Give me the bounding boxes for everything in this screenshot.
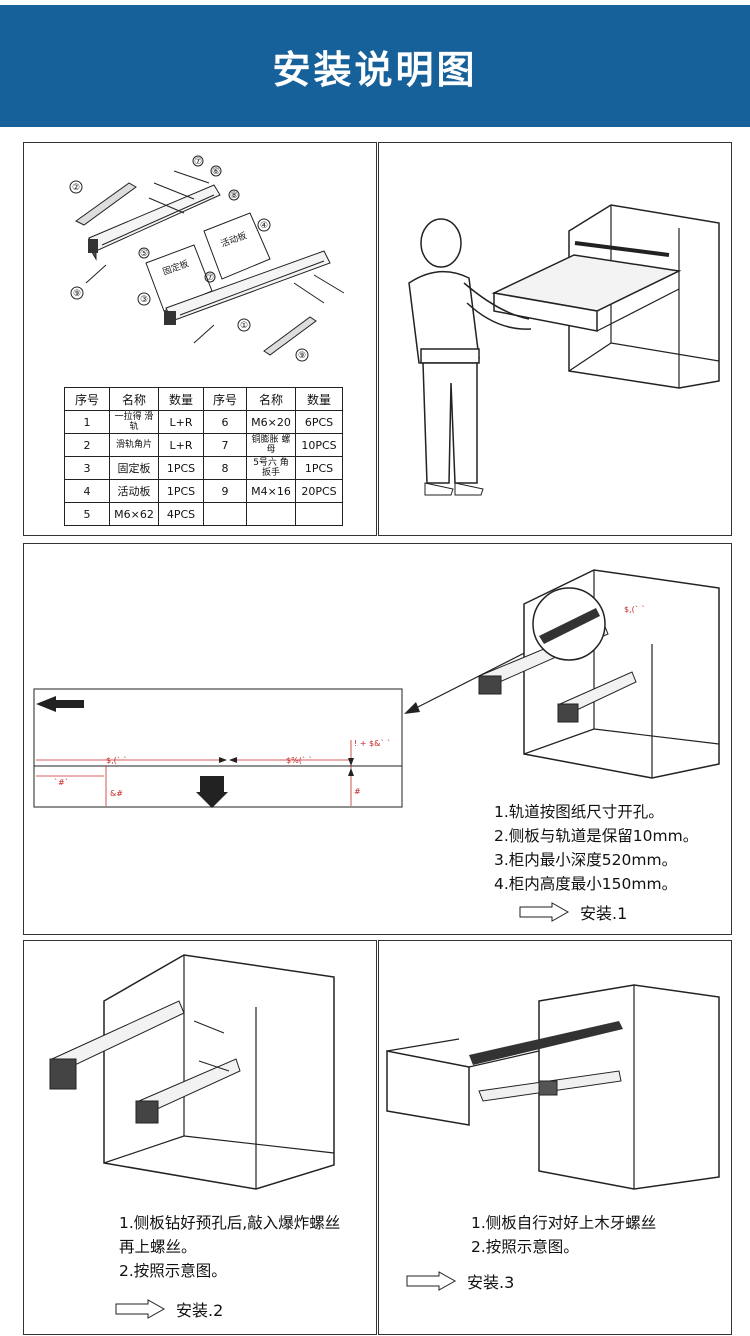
step1-line-1: 1.轨道按图纸尺寸开孔。 [494,803,664,821]
person-drawer-illustration [408,204,720,496]
pointer-arrow-icon [519,902,570,922]
table-cell: 6PCS [295,410,343,434]
header-cell: 名称 [109,387,159,411]
step3-line-2: 2.按照示意图。 [471,1238,579,1256]
step1-instructions: 1.轨道按图纸尺寸开孔。 2.侧板与轨道是保留10mm。 3.柜内最小深度520… [494,800,698,896]
table-cell: 2 [64,433,110,457]
header-cell: 数量 [295,387,343,411]
callout-8: ⑧ [230,191,238,201]
parts-table: 序号 名称 数量 序号 名称 数量 1 一拉得 滑轨 L+R 6 M6×20 6… [64,387,343,526]
table-cell [203,502,247,526]
dim-side: # [354,787,361,796]
pointer-arrow-icon [115,1299,166,1319]
callout-9a: ⑨ [73,289,81,299]
table-cell: 一拉得 滑轨 [109,410,159,434]
dim-offset: $%(` ` [286,755,312,765]
table-cell: 5 [64,502,110,526]
step1-label-text: 安装.1 [580,904,628,923]
table-cell: L+R [158,433,204,457]
callout-2: ② [72,183,80,193]
step2-panel: 1.侧板钻好预孔后,敲入爆炸螺丝 再上螺丝。 2.按照示意图。 安装.2 [23,940,377,1335]
step2-line-3: 2.按照示意图。 [119,1262,227,1280]
table-cell: 4 [64,479,110,503]
table-row: 2 滑轨角片 L+R 7 铜膨胀 螺母 10PCS [64,433,343,457]
parts-panel: ② ⑦ ⑥ ⑧ ④ ⑤ ⑦ ③ ⑨ ① ⑨ 固定板 活动板 序号 名称 数量 序… [23,142,377,536]
step3-label-text: 安装.3 [467,1273,515,1292]
table-cell: M6×62 [109,502,159,526]
header-cell: 序号 [203,387,247,411]
table-cell: 铜膨胀 螺母 [246,433,296,457]
dim-callout: $,(` ` [624,604,645,614]
table-cell: 20PCS [295,479,343,503]
table-cell: 7 [203,433,247,457]
step2-diagram [49,954,335,1190]
table-row: 3 固定板 1PCS 8 5号六 角扳手 1PCS [64,456,343,480]
table-cell: 10PCS [295,433,343,457]
callout-1: ① [240,321,248,331]
table-cell: 3 [64,456,110,480]
table-cell: 1 [64,410,110,434]
callout-3: ③ [140,295,148,305]
table-cell: 6 [203,410,247,434]
table-header-row: 序号 名称 数量 序号 名称 数量 [64,387,343,411]
table-cell: 滑轨角片 [109,433,159,457]
step1-label: 安装.1 [518,900,627,924]
pointer-arrow-icon [406,1271,457,1291]
step1-line-4: 4.柜内高度最小150mm。 [494,875,678,893]
step1-line-2: 2.侧板与轨道是保留10mm。 [494,827,699,845]
step1-panel: $,(` ` $%(` ` ! + $&` ` `#` &# # $,(` ` … [23,543,732,935]
header-cell: 名称 [246,387,296,411]
step1-line-3: 3.柜内最小深度520mm。 [494,851,678,869]
dim-gap: ! + $&` ` [354,738,391,748]
dim-left: `#` [54,777,69,787]
dim-depth: $,(` ` [106,755,127,765]
callout-6: ⑥ [212,167,220,177]
header-cell: 序号 [64,387,110,411]
table-cell: 4PCS [158,502,204,526]
table-cell: 8 [203,456,247,480]
table-cell: M4×16 [246,479,296,503]
table-row: 1 一拉得 滑轨 L+R 6 M6×20 6PCS [64,410,343,434]
table-cell: 5号六 角扳手 [246,456,296,480]
dim-height: &# [110,789,123,798]
callout-7a: ⑦ [194,157,202,167]
usage-panel [378,142,732,536]
step3-panel: 1.侧板自行对好上木牙螺丝 2.按照示意图。 安装.3 [378,940,732,1335]
page-title: 安装说明图 [272,47,478,92]
table-cell: M6×20 [246,410,296,434]
step3-diagram [386,984,720,1190]
table-row: 4 活动板 1PCS 9 M4×16 20PCS [64,479,343,503]
table-cell: 固定板 [109,456,159,480]
table-cell: 活动板 [109,479,159,503]
header-banner: 安装说明图 [0,5,750,127]
table-row: 5 M6×62 4PCS [64,502,343,526]
header-cell: 数量 [158,387,204,411]
step2-line-2: 再上螺丝。 [119,1238,197,1256]
callout-4: ④ [260,221,268,231]
table-cell: 1PCS [295,456,343,480]
exploded-diagram: ② ⑦ ⑥ ⑧ ④ ⑤ ⑦ ③ ⑨ ① ⑨ 固定板 活动板 [69,155,345,362]
step3-instructions: 1.侧板自行对好上木牙螺丝 2.按照示意图。 [471,1211,656,1259]
step1-diagram: $,(` ` $%(` ` ! + $&` ` `#` &# # $,(` ` [33,569,720,808]
table-cell [295,502,343,526]
step3-line-1: 1.侧板自行对好上木牙螺丝 [471,1214,657,1232]
step2-label-text: 安装.2 [176,1301,224,1320]
step2-instructions: 1.侧板钻好预孔后,敲入爆炸螺丝 再上螺丝。 2.按照示意图。 [119,1211,340,1283]
callout-9b: ⑨ [298,351,306,361]
callout-7b: ⑦ [206,273,214,283]
callout-5: ⑤ [140,249,148,259]
step2-line-1: 1.侧板钻好预孔后,敲入爆炸螺丝 [119,1214,341,1232]
table-cell: 9 [203,479,247,503]
table-cell: 1PCS [158,456,204,480]
step3-label: 安装.3 [405,1269,514,1293]
table-cell: 1PCS [158,479,204,503]
table-cell: L+R [158,410,204,434]
table-cell [246,502,296,526]
step2-label: 安装.2 [114,1297,223,1321]
